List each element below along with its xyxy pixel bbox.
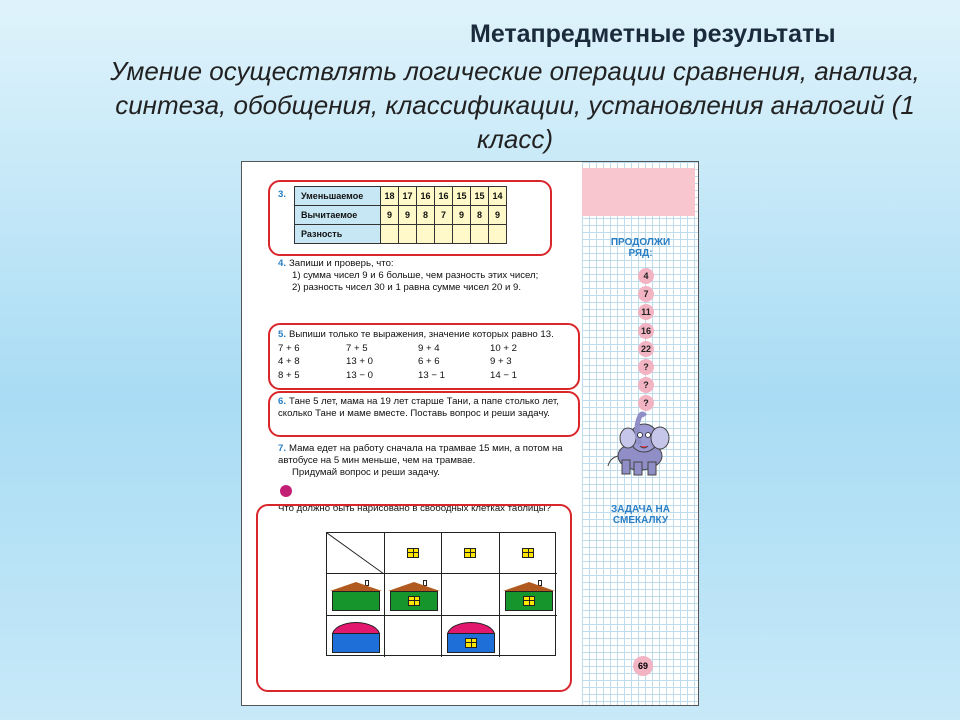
blue-house-icon: [447, 632, 495, 653]
expression: 7 + 6: [278, 343, 300, 355]
diagonal-line: [327, 533, 384, 574]
sequence-item: ?: [638, 395, 654, 412]
task-5-number: 5.: [278, 329, 287, 340]
expression: 8 + 5: [278, 369, 300, 381]
puzzle-cell: [327, 615, 385, 657]
window-icon: [521, 548, 534, 558]
elephant-icon: [607, 411, 670, 476]
blue-house-icon: [332, 632, 380, 653]
expression: 9 + 4: [418, 343, 440, 355]
table-cell: 18: [380, 186, 399, 206]
textbook-page: 3. Уменьшаемое 18 17 16 16 15 15 14 Вычи…: [241, 161, 699, 706]
sequence-item: 7: [638, 286, 654, 303]
expression-grid: 7 + 6 7 + 5 9 + 4 10 + 2 4 + 8 13 + 0 6 …: [278, 343, 582, 382]
task-4-line-1: 1) сумма чисел 9 и 6 больше, чем разност…: [292, 270, 539, 282]
window-icon: [465, 637, 477, 648]
window-icon: [522, 595, 535, 606]
puzzle-cell: [499, 533, 557, 575]
row-label: Уменьшаемое: [294, 186, 381, 206]
puzzle-cell: [499, 574, 557, 616]
number-sequence: 4 7 11 16 22 ? ? ?: [634, 268, 658, 414]
task-7-number: 7.: [278, 443, 287, 454]
slide-title: Метапредметные результаты: [470, 20, 836, 48]
task-4: 4.Запиши и проверь, что: 1) сумма чисел …: [278, 258, 582, 295]
task-7-text-2: Придумай вопрос и реши задачу.: [292, 467, 440, 479]
sequence-item: ?: [638, 358, 654, 375]
green-house-icon: [332, 590, 380, 611]
table-cell: 9: [452, 205, 471, 225]
puzzle-cell: [327, 574, 385, 616]
puzzle-cell-empty: [442, 574, 500, 616]
task-6: 6.Тане 5 лет, мама на 19 лет старше Тани…: [278, 396, 582, 420]
highlight-frame-task-5: [268, 323, 580, 390]
green-house-icon: [504, 590, 553, 611]
table-cell-empty: [488, 224, 507, 244]
highlight-frame-task-3: [268, 180, 552, 256]
highlight-frame-task-6: [268, 391, 580, 437]
table-cell-empty: [416, 224, 435, 244]
puzzle-cell: [442, 533, 500, 575]
task-7: 7.Мама едет на работу сначала на трамвае…: [278, 443, 582, 480]
task-3-number: 3.: [278, 189, 287, 200]
green-house-icon: [389, 590, 438, 611]
window-icon: [406, 548, 419, 558]
table-cell: 9: [398, 205, 417, 225]
task-6-text: Тане 5 лет, мама на 19 лет старше Тани, …: [278, 396, 559, 420]
sequence-item: 16: [638, 322, 654, 339]
window-icon: [407, 595, 420, 606]
puzzle-question: Что должно быть нарисовано в свободных к…: [278, 503, 552, 514]
expression: 13 − 0: [346, 369, 373, 381]
table-cell: 8: [416, 205, 435, 225]
puzzle-heading: ЗАДАЧА НА СМЕКАЛКУ: [611, 504, 670, 526]
table-cell: 7: [434, 205, 453, 225]
task-3: 3. Уменьшаемое 18 17 16 16 15 15 14 Вычи…: [278, 186, 582, 244]
sequence-item: 11: [638, 304, 654, 321]
house-puzzle-grid: [326, 532, 557, 657]
puzzle-cell-empty: [385, 615, 442, 657]
table-row-difference: Разность: [294, 224, 507, 244]
table-cell: 15: [452, 186, 471, 206]
task-6-number: 6.: [278, 396, 287, 407]
slide-subtitle: Умение осуществлять логические операции …: [110, 56, 920, 154]
puzzle-cell: [442, 615, 500, 657]
expression: 13 + 0: [346, 356, 373, 368]
expression: 4 + 8: [278, 356, 300, 368]
brown-roof-icon: [330, 581, 382, 591]
task-7-text: Мама едет на работу сначала на трамвае 1…: [278, 443, 563, 467]
expression: 9 + 3: [490, 356, 512, 368]
brown-roof-icon: [387, 581, 440, 591]
sequence-item: 4: [638, 268, 654, 284]
row-label: Разность: [294, 224, 381, 244]
expression: 6 + 6: [418, 356, 440, 368]
expression: 7 + 5: [346, 343, 368, 355]
row-label: Вычитаемое: [294, 205, 381, 225]
task-5-text: Выпиши только те выражения, значение кот…: [289, 329, 554, 340]
pink-block: [582, 168, 695, 216]
expression: 13 − 1: [418, 369, 445, 381]
table-cell-empty: [434, 224, 453, 244]
continue-sequence-heading: ПРОДОЛЖИ РЯД:: [610, 237, 671, 259]
subtraction-table: Уменьшаемое 18 17 16 16 15 15 14 Вычитае…: [294, 186, 507, 244]
expression: 10 + 2: [490, 343, 517, 355]
highlight-frame-puzzle: [256, 504, 572, 692]
puzzle-bullet-icon: [280, 485, 292, 497]
puzzle-cell: [384, 574, 442, 616]
sequence-item: 22: [638, 340, 654, 357]
task-4-number: 4.: [278, 258, 287, 269]
puzzle-cell: [384, 533, 442, 575]
puzzle-cell-corner: [327, 533, 385, 575]
task-4-intro: Запиши и проверь, что:: [289, 258, 394, 269]
brown-roof-icon: [502, 581, 555, 591]
sequence-item: ?: [638, 377, 654, 394]
table-row-subtrahend: Вычитаемое 9 9 8 7 9 8 9: [294, 205, 507, 225]
margin-column: ПРОДОЛЖИ РЯД: 4 7 11 16 22 ? ? ? ЗАДАЧА …: [582, 162, 698, 705]
expression: 14 − 1: [490, 369, 517, 381]
page-number: 69: [633, 656, 653, 676]
window-icon: [464, 548, 476, 558]
task-4-line-2: 2) разность чисел 30 и 1 равна сумме чис…: [292, 282, 521, 294]
task-5: 5.Выпиши только те выражения, значение к…: [278, 329, 582, 382]
page-body: 3. Уменьшаемое 18 17 16 16 15 15 14 Вычи…: [264, 162, 584, 705]
